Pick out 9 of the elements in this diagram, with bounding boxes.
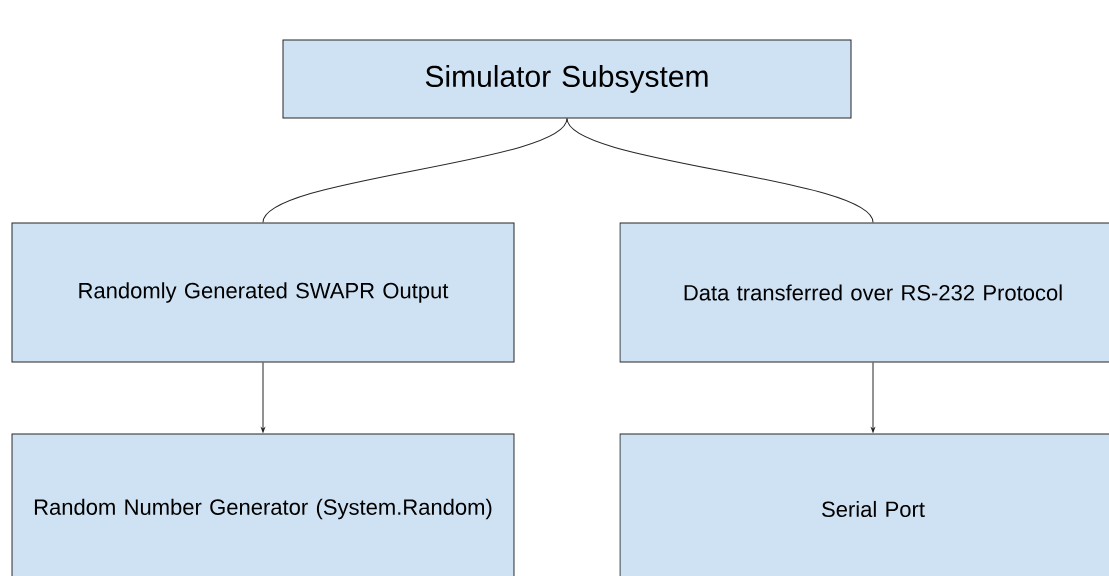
process-box: Simulator Subsystem xyxy=(282,39,852,119)
connector xyxy=(871,362,875,433)
process-box: Data transferred over RS-232 Protocol xyxy=(619,222,1109,363)
process-box: Serial Port xyxy=(619,433,1109,576)
connector xyxy=(262,118,568,223)
process-box: Random Number Generator (System.Random) xyxy=(11,433,515,576)
process-box: Randomly Generated SWAPR Output xyxy=(11,222,515,363)
connector xyxy=(261,362,265,433)
connector xyxy=(566,118,874,223)
